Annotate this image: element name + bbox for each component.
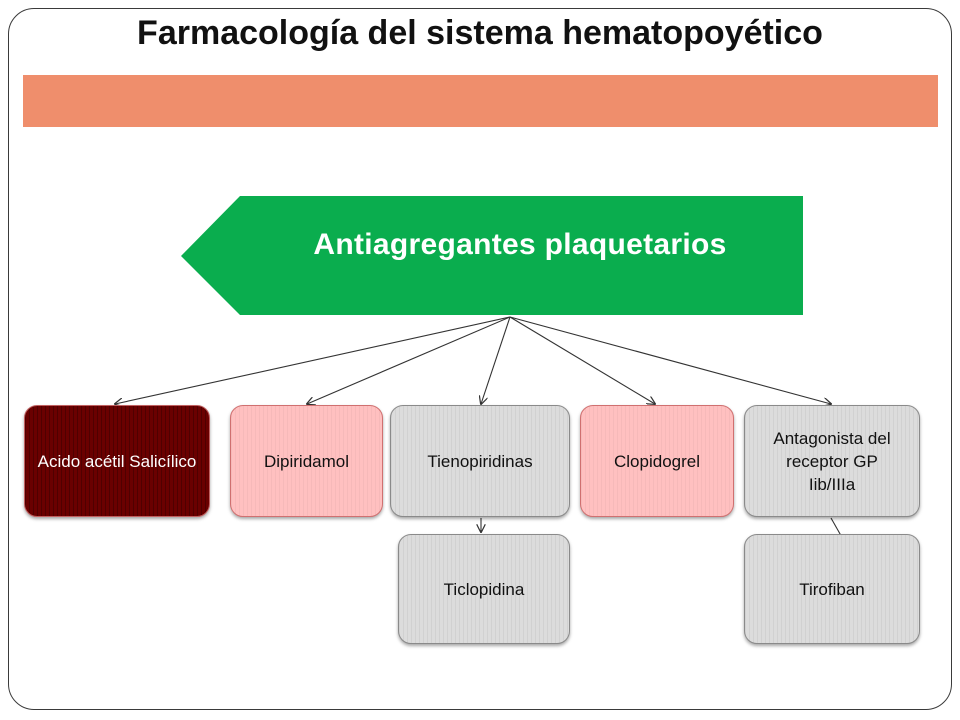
connector-tienopiridinas [481,316,511,404]
node-clopidogrel: Clopidogrel [580,405,734,517]
node-acido-acetil-salicilico: Acido acétil Salicílico [24,405,210,517]
node-dipiridamol: Dipiridamol [230,405,383,517]
connector-dipiridamol [307,316,511,404]
title-underline-band [23,75,938,127]
banner-shape [181,196,803,315]
connector-clopidogrel [509,316,655,404]
slide-frame [8,8,952,710]
slide-title: Farmacología del sistema hematopoyético [137,14,823,52]
connector-aas [115,316,511,404]
node-tirofiban: Tirofiban [744,534,920,644]
banner-title: Antiagregantes plaquetarios [313,228,727,261]
node-ticlopidina: Ticlopidina [398,534,570,644]
node-tienopiridinas: Tienopiridinas [390,405,570,517]
node-antagonista-gp-iib-iiia: Antagonista del receptor GP Iib/IIIa [744,405,920,517]
connector-antagonista [509,316,831,404]
